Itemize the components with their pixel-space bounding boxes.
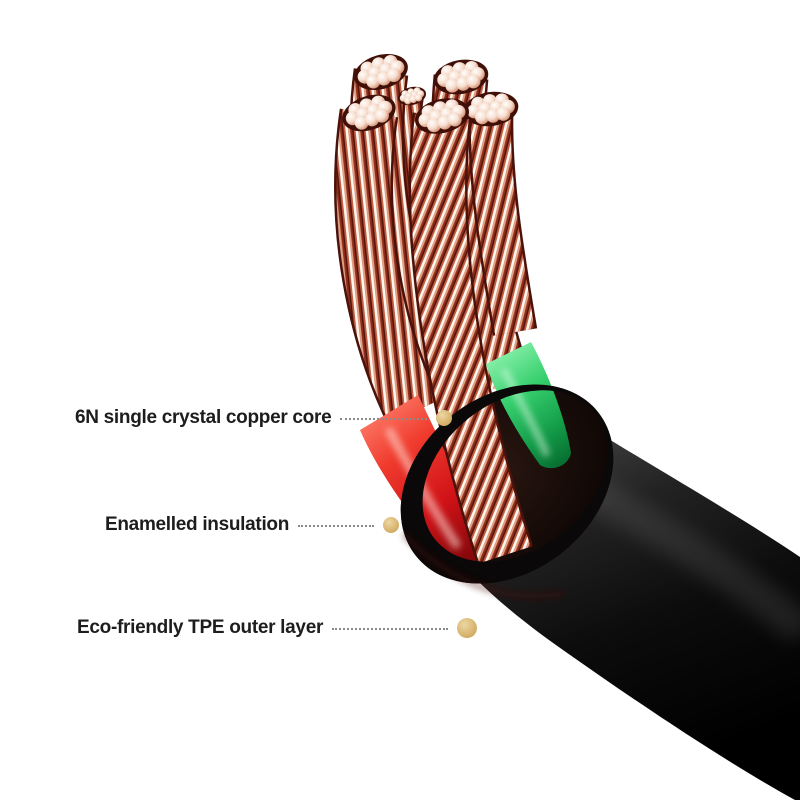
leader-line: [298, 525, 374, 527]
annotation-label: Enamelled insulation: [105, 514, 290, 535]
annotation-enamelled-insulation: Enamelled insulation: [105, 512, 399, 538]
leader-line: [332, 628, 448, 630]
marker-dot: [457, 618, 477, 638]
marker-dot: [383, 517, 399, 533]
jacket-rim-front-lip: [385, 378, 631, 599]
leader-line: [340, 418, 427, 420]
annotation-label: Eco-friendly TPE outer layer: [77, 617, 324, 638]
marker-dot: [436, 410, 452, 426]
copper-bundle-right: [470, 108, 535, 336]
annotation-copper-core: 6N single crystal copper core: [75, 405, 452, 431]
annotation-tpe-outer-layer: Eco-friendly TPE outer layer: [77, 615, 477, 641]
annotation-label: 6N single crystal copper core: [75, 407, 332, 428]
